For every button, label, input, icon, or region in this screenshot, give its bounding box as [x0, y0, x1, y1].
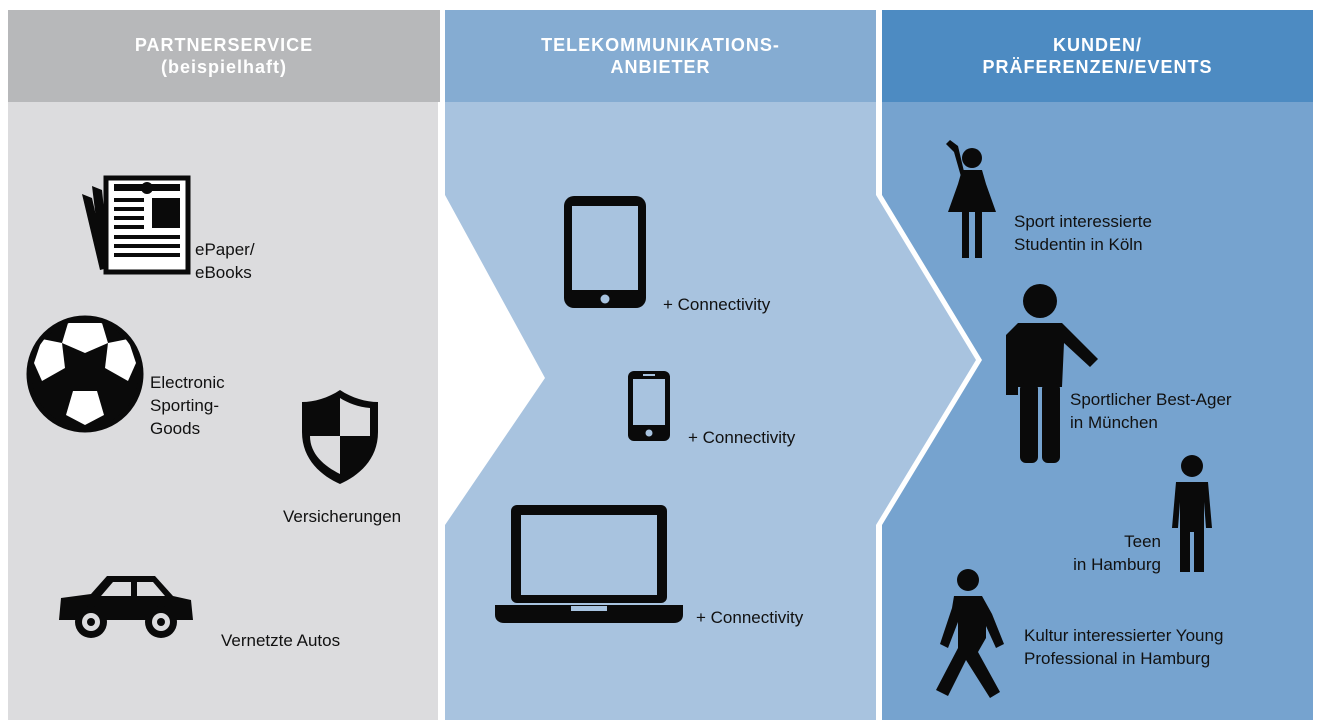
label-line: Sporting-: [150, 396, 219, 415]
laptop-icon: [493, 503, 685, 625]
header-line2: (beispielhaft): [160, 57, 287, 77]
label-young-professional: Kultur interessierter Young Professional…: [1024, 624, 1223, 670]
label-line: + Connectivity: [663, 295, 771, 314]
label-epaper: ePaper/ eBooks: [195, 238, 255, 284]
label-autos: Vernetzte Autos: [221, 629, 340, 652]
car-icon: [55, 570, 197, 642]
label-line: Kultur interessierter Young: [1024, 626, 1224, 645]
column-header-partnerservice: PARTNERSERVICE (beispielhaft): [8, 10, 440, 102]
label-line: + Connectivity: [696, 608, 804, 627]
col2-header: [445, 10, 876, 102]
woman-waving-icon: [940, 140, 1004, 260]
header-line2: PRÄFERENZEN/EVENTS: [982, 57, 1213, 77]
label-line: Studentin in Köln: [1014, 235, 1143, 254]
label-connectivity-tablet: + Connectivity: [663, 293, 770, 316]
label-best-ager: Sportlicher Best-Ager in München: [1070, 388, 1232, 434]
label-line: Professional in Hamburg: [1024, 649, 1211, 668]
label-studentin: Sport interessierte Studentin in Köln: [1014, 210, 1152, 256]
col3-header: [882, 10, 1313, 102]
teen-standing-icon: [1170, 454, 1214, 574]
label-line: Versicherungen: [283, 507, 402, 526]
col1-header: [8, 10, 440, 102]
header-line1: KUNDEN/: [1052, 35, 1142, 55]
label-line: in Hamburg: [1073, 555, 1161, 574]
label-connectivity-phone: + Connectivity: [688, 426, 795, 449]
man-pointing-icon: [1000, 283, 1102, 465]
header-line2: ANBIETER: [610, 57, 711, 77]
smartphone-icon: [627, 370, 671, 442]
header-line1: TELEKOMMUNIKATIONS-: [541, 35, 780, 55]
label-line: Vernetzte Autos: [221, 631, 341, 650]
soccer-ball-icon: [26, 315, 144, 433]
label-line: Sportlicher Best-Ager: [1070, 390, 1232, 409]
label-connectivity-laptop: + Connectivity: [696, 606, 803, 629]
label-line: in München: [1070, 413, 1158, 432]
tablet-icon: [562, 194, 648, 310]
column-header-kunden: KUNDEN/ PRÄFERENZEN/EVENTS: [882, 10, 1313, 102]
label-line: Electronic: [150, 373, 225, 392]
label-teen: Teen in Hamburg: [1053, 530, 1161, 576]
label-sporting-goods: Electronic Sporting- Goods: [150, 371, 225, 440]
label-line: + Connectivity: [688, 428, 796, 447]
shield-icon: [300, 388, 380, 486]
label-line: Sport interessierte: [1014, 212, 1152, 231]
person-walking-icon: [934, 568, 1012, 702]
label-versicherungen: Versicherungen: [283, 505, 401, 528]
col3-body: [882, 102, 1313, 720]
label-line: Teen: [1124, 532, 1161, 551]
label-line: Goods: [150, 419, 201, 438]
label-line: eBooks: [195, 263, 252, 282]
header-line1: PARTNERSERVICE: [134, 35, 314, 55]
label-line: ePaper/: [195, 240, 255, 259]
column-header-telekommunikation: TELEKOMMUNIKATIONS- ANBIETER: [445, 10, 876, 102]
newspaper-icon: [78, 172, 193, 277]
